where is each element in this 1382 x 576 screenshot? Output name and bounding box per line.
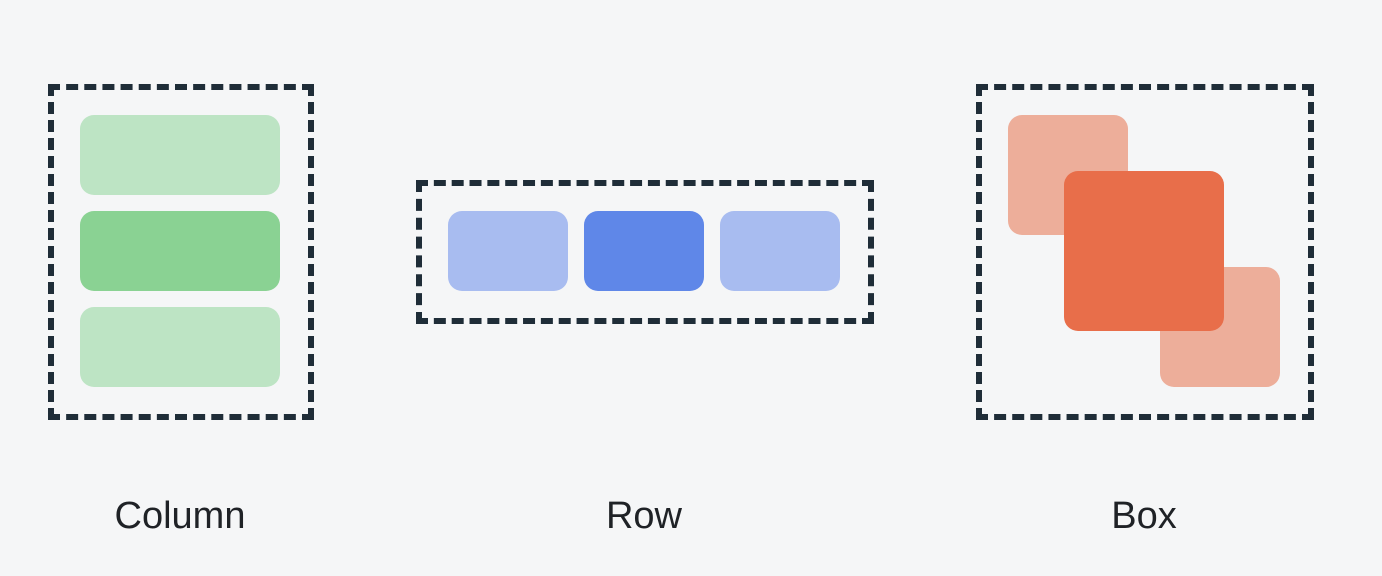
column-item-3	[80, 307, 280, 387]
column-item-1	[80, 115, 280, 195]
box-item-front	[1064, 171, 1224, 331]
row-item-1	[448, 211, 568, 291]
row-container-frame	[416, 180, 874, 324]
box-container-frame	[976, 84, 1314, 420]
row-label: Row	[605, 495, 683, 537]
row-item-2	[584, 211, 704, 291]
column-container-frame	[48, 84, 314, 420]
box-label: Box	[1111, 495, 1177, 537]
row-item-3	[720, 211, 840, 291]
column-label: Column	[114, 495, 246, 537]
column-item-2	[80, 211, 280, 291]
